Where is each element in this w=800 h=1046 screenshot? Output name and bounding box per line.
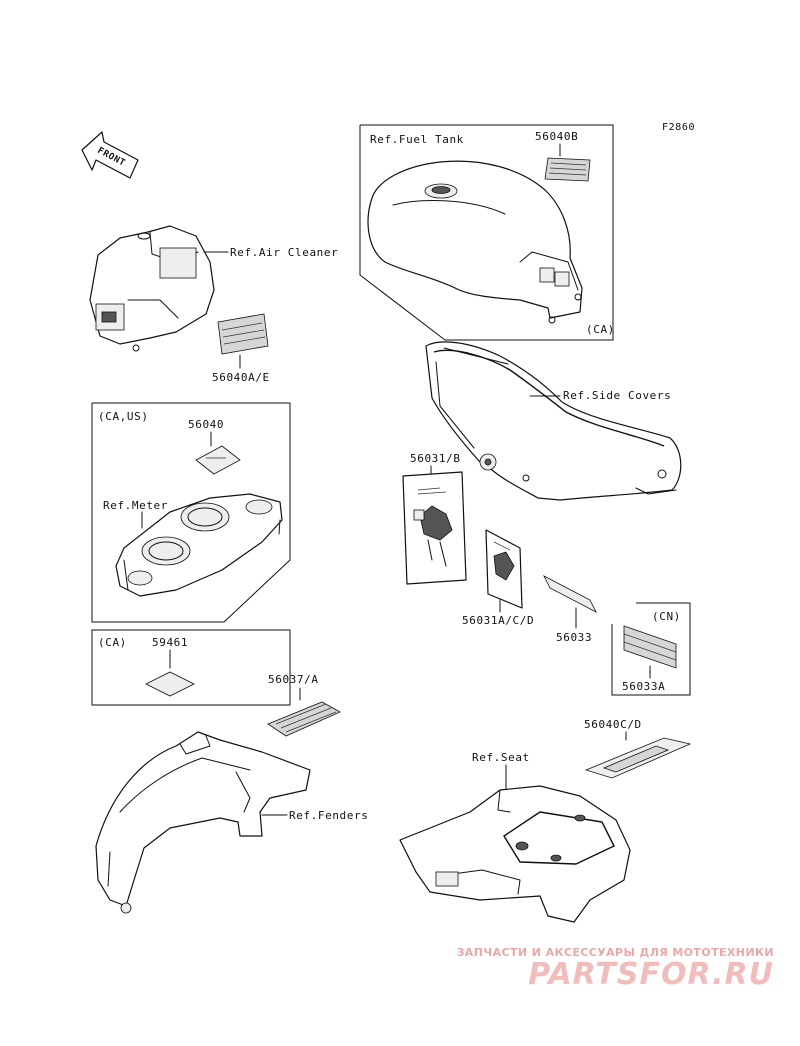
part-59461: 59461 [152,636,188,649]
ref-seat: Ref.Seat [472,751,530,764]
seat-drawing [399,785,631,923]
tag-cn: (CN) [652,610,681,623]
ref-side-covers: Ref.Side Covers [563,389,671,402]
decal-56031acd-group: 56031A/C/D [462,529,534,627]
watermark-subtitle: ЗАПЧАСТИ И АКСЕССУАРЫ ДЛЯ МОТОТЕХНИКИ [456,946,774,959]
fender-drawing [95,731,311,914]
part-56031acd: 56031A/C/D [462,614,534,627]
ca-59461-group: (CA) 59461 [91,629,291,706]
air-cleaner-drawing [89,225,215,352]
fenders-group: 56037/A Ref.Fenders [95,673,368,914]
decal-56040 [195,445,241,475]
part-56037a: 56037/A [268,673,319,686]
tag-ca-box: (CA) [98,636,127,649]
tag-ca-fuel: (CA) [586,323,615,336]
decal-56033a [623,625,677,669]
fuel-tank-drawing [367,160,583,324]
part-56040ae: 56040A/E [212,371,270,384]
part-56040b: 56040B [535,130,578,143]
front-arrow-icon: FRONT [81,131,139,179]
air-cleaner-group: Ref.Air Cleaner 56040A/E [89,225,338,384]
side-cover-drawing [425,341,682,501]
ref-meter: Ref.Meter [103,499,168,512]
decal-56040cd [584,737,692,779]
ref-fuel-tank: Ref.Fuel Tank [370,133,464,146]
decal-56033-group: 56033 [543,575,597,644]
decal-59461 [145,671,195,697]
ref-air-cleaner: Ref.Air Cleaner [230,246,338,259]
ref-fenders: Ref.Fenders [289,809,368,822]
decal-56040ae [217,313,269,355]
meter-drawing [115,493,283,597]
watermark-brand: PARTSFOR.RU [528,957,774,992]
part-56033a: 56033A [622,680,665,693]
watermark: ЗАПЧАСТИ И АКСЕССУАРЫ ДЛЯ МОТОТЕХНИКИ PA… [457,946,774,991]
decal-56031acd [485,529,523,609]
cn-56033a-group: (CN) 56033A [611,602,691,696]
decal-56040b [544,157,591,182]
part-56040: 56040 [188,418,224,431]
fuel-tank-group: Ref.Fuel Tank 56040B (CA) [359,124,615,341]
decal-56037a [267,701,341,737]
decal-56033 [543,575,597,613]
part-56040cd: 56040C/D [584,718,642,731]
tag-ca-us: (CA,US) [98,410,149,423]
part-56031b: 56031/B [410,452,461,465]
part-56033: 56033 [556,631,592,644]
decal-56031b-group: 56031/B [402,452,467,585]
side-covers-group: Ref.Side Covers [425,341,682,501]
decal-56031b [402,471,467,585]
meter-group: (CA,US) 56040 Ref.Meter [91,402,291,623]
seat-group: 56040C/D Ref.Seat [399,718,692,923]
figure-code: F2860 [662,122,695,133]
